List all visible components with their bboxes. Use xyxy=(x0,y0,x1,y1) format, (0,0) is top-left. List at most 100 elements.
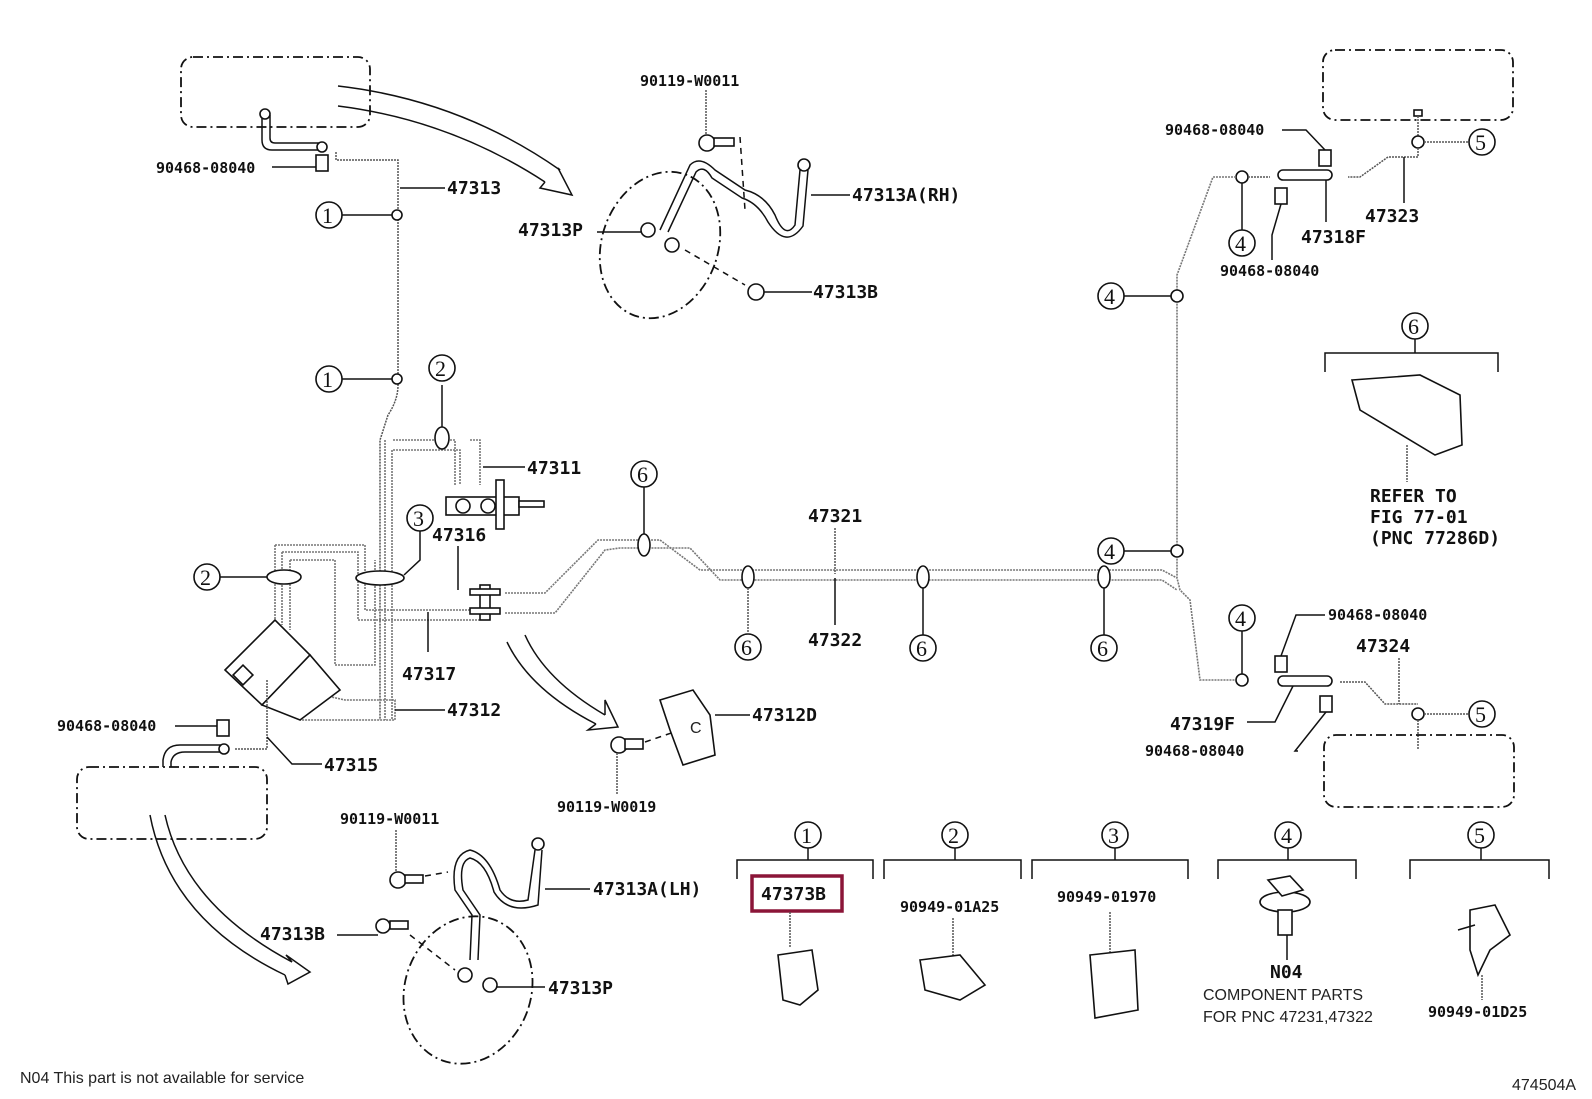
callout-number: 2 xyxy=(200,565,211,590)
part-label[interactable]: 47312 xyxy=(447,700,501,721)
clip-icon xyxy=(315,154,329,172)
rh-hose-detail: 90119-W0011 47313A(RH) 47313P 47313B xyxy=(518,72,960,320)
main-pipe-run xyxy=(274,439,1178,721)
clip-icon xyxy=(216,719,230,737)
callout-number: 4 xyxy=(1104,539,1115,564)
legend-part-number[interactable]: 90949-01D25 xyxy=(1428,1003,1527,1021)
abs-actuator xyxy=(223,618,342,721)
clip-icon xyxy=(1319,695,1333,713)
callout-number: 1 xyxy=(801,823,812,848)
part-label[interactable]: 47322 xyxy=(808,630,862,651)
clamp-reference: 6 REFER TO FIG 77-01 (PNC 77286D) xyxy=(1324,312,1500,549)
part-label[interactable]: 47321 xyxy=(808,506,862,527)
junction-47316: 3 47316 47317 47312 xyxy=(355,504,501,721)
part-label[interactable]: 90468-08040 xyxy=(1165,121,1264,139)
callout-number: 4 xyxy=(1235,231,1246,256)
bolt-icon xyxy=(389,871,407,889)
part-label[interactable]: 90468-08040 xyxy=(1145,742,1244,760)
part-label[interactable]: 47313 xyxy=(447,178,501,199)
part-label[interactable]: 47315 xyxy=(324,755,378,776)
part-label[interactable]: 90119-W0011 xyxy=(640,72,739,90)
part-label[interactable]: 47313P xyxy=(518,220,583,241)
part-label[interactable]: 47324 xyxy=(1356,636,1410,657)
part-label[interactable]: 47313B xyxy=(260,924,325,945)
hose-47318F xyxy=(1277,169,1333,181)
part-label[interactable]: 47312D xyxy=(752,705,817,726)
legend-item-2: 2 90949-01A25 xyxy=(883,821,1022,1001)
callout-number: 4 xyxy=(1104,284,1115,309)
lh-hose-detail: 90119-W0011 47313A(LH) 47313B 47313P xyxy=(260,810,701,1065)
part-label[interactable]: 90468-08040 xyxy=(57,717,156,735)
callout-number: 1 xyxy=(322,367,333,392)
hose-end xyxy=(261,113,323,151)
refer-text: (PNC 77286D) xyxy=(1370,528,1500,549)
wheel-outline xyxy=(180,56,371,128)
clamp-icon xyxy=(1089,949,1139,1019)
refer-text: FIG 77-01 xyxy=(1370,507,1468,528)
part-label[interactable]: 90468-08040 xyxy=(156,159,255,177)
wheel-outline xyxy=(1323,734,1515,808)
clamp-icon xyxy=(919,954,987,1001)
legend-note: FOR PNC 47231,47322 xyxy=(1203,1009,1373,1026)
part-label[interactable]: 47313B xyxy=(813,282,878,303)
washer-icon xyxy=(482,977,498,993)
callout-number: 5 xyxy=(1474,823,1485,848)
washer-icon xyxy=(640,222,656,238)
bolt-icon xyxy=(698,134,716,152)
callout-number: 4 xyxy=(1281,823,1292,848)
figure-id: 474504A xyxy=(1512,1077,1576,1094)
part-label[interactable]: 90468-08040 xyxy=(1220,262,1319,280)
brake-disc-outline xyxy=(402,915,534,1065)
hose-47313A-RH xyxy=(659,160,801,232)
callout-2-left: 2 xyxy=(193,563,302,591)
callout-number: 5 xyxy=(1475,130,1486,155)
callout-number: 6 xyxy=(741,635,752,660)
front-left-area: 90468-08040 47315 xyxy=(57,680,378,986)
part-label[interactable]: 47318F xyxy=(1301,227,1366,248)
part-label[interactable]: 47311 xyxy=(527,458,581,479)
clip-icon xyxy=(1274,187,1288,205)
legend-item-4: 4 N04 COMPONENT PARTS FOR PNC 47231,4732… xyxy=(1203,821,1373,1026)
part-label[interactable]: 47319F xyxy=(1170,714,1235,735)
footnote: N04 This part is not available for servi… xyxy=(20,1070,304,1087)
legend-part-number[interactable]: 90949-01A25 xyxy=(900,898,999,916)
legend-part-number[interactable]: 90949-01970 xyxy=(1057,888,1156,906)
part-label[interactable]: 47317 xyxy=(402,664,456,685)
part-label[interactable]: 90119-W0019 xyxy=(557,798,656,816)
part-label[interactable]: 47316 xyxy=(432,525,486,546)
part-label[interactable]: 90119-W0011 xyxy=(340,810,439,828)
svg-text:C: C xyxy=(690,720,702,737)
master-cylinder-47311: 2 47311 xyxy=(428,354,581,530)
union-icon xyxy=(479,584,491,621)
legend-item-5: 5 90949-01D25 xyxy=(1409,821,1550,1021)
rear-left-area: 4 90468-08040 47324 5 47319F 90468-08040 xyxy=(1145,604,1515,808)
legend-part-number[interactable]: 47373B xyxy=(761,884,826,905)
legend-part-number[interactable]: N04 xyxy=(1270,962,1303,983)
clip-icon xyxy=(1469,904,1512,978)
clamp-icon xyxy=(1350,374,1463,456)
part-label[interactable]: 47313P xyxy=(548,978,613,999)
legend-note: COMPONENT PARTS xyxy=(1203,987,1363,1004)
callout-number: 2 xyxy=(948,823,959,848)
callout-number: 1 xyxy=(322,203,333,228)
bracket-icon xyxy=(658,689,716,766)
hose-47313A-LH xyxy=(453,849,536,961)
hose-47319F xyxy=(1277,675,1333,687)
callout-number: 4 xyxy=(1235,606,1246,631)
pipe-47313 xyxy=(335,152,399,720)
clip-icon xyxy=(1274,655,1288,673)
part-label[interactable]: 90468-08040 xyxy=(1328,606,1427,624)
part-label[interactable]: 47313A(RH) xyxy=(852,185,960,206)
clip-icon xyxy=(1318,149,1332,167)
wheel-area-top-left: 90468-08040 47313 xyxy=(156,56,574,720)
highlighted-part-box xyxy=(750,874,844,913)
part-label[interactable]: 47313A(LH) xyxy=(593,879,701,900)
rear-right-area: 5 47323 47318F 90468-08040 90468-08040 4… xyxy=(1097,49,1514,681)
wheel-outline xyxy=(1322,49,1514,121)
callout-number: 6 xyxy=(1097,636,1108,661)
callout-1-upper: 1 xyxy=(315,201,403,229)
callout-number: 2 xyxy=(435,356,446,381)
wheel-outline xyxy=(76,766,268,840)
part-label[interactable]: 47323 xyxy=(1365,206,1419,227)
